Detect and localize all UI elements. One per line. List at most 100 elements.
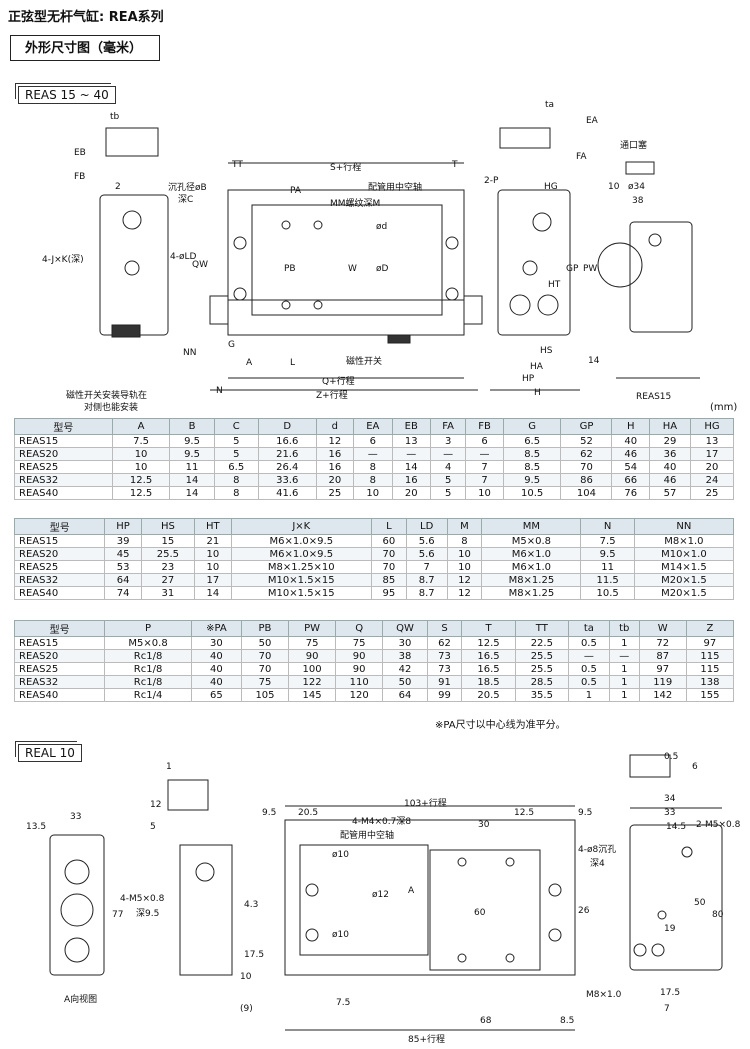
table-cell: M8×1.25×10: [230, 560, 373, 574]
table-cell: 75: [335, 636, 384, 650]
table-cell: 10: [111, 460, 171, 474]
label-odd: øD: [376, 264, 389, 274]
table-cell: 64: [382, 688, 428, 702]
table-cell: 15: [140, 534, 196, 548]
table-cell: 24: [689, 473, 735, 487]
label-h: H: [534, 388, 541, 398]
table-cell: 90: [288, 649, 337, 663]
table-cell: 10: [194, 547, 232, 561]
column-header: d: [315, 418, 355, 435]
table-cell: 6.5: [502, 434, 562, 448]
table-cell: 30: [190, 636, 242, 650]
label-9-5a: 9.5: [262, 808, 277, 818]
table-cell: 12.5: [461, 636, 516, 650]
table-cell: 16: [391, 473, 431, 487]
table-cell: 70: [240, 662, 290, 676]
unit-label: (mm): [710, 402, 738, 413]
table-cell: 16.5: [461, 662, 516, 676]
column-header: D: [257, 418, 317, 435]
table-cell: 8: [213, 473, 259, 487]
label-fa: FA: [576, 152, 587, 162]
table-cell: 42: [382, 662, 428, 676]
label-10b: 10: [240, 972, 252, 982]
label-ea: EA: [586, 116, 598, 126]
table-cell: Rc1/8: [104, 649, 192, 663]
table-cell: REAS15: [13, 636, 106, 650]
table-cell: 97: [638, 662, 687, 676]
label-2: 2: [115, 182, 121, 192]
table-cell: —: [465, 447, 504, 461]
table-cell: 33.6: [257, 473, 317, 487]
column-header: S: [426, 620, 463, 637]
page-subtitle: 外形尺寸图（毫米）: [10, 35, 160, 61]
table-cell: 95: [371, 586, 407, 600]
label-eb: EB: [74, 148, 86, 158]
table-cell: 76: [611, 486, 650, 500]
table-cell: 14: [194, 586, 232, 600]
column-header: QW: [382, 620, 428, 637]
label-34: 34: [664, 794, 676, 804]
section-tag-reas: REAS 15 ~ 40: [15, 83, 116, 104]
label-ta: ta: [545, 100, 555, 110]
label-magnet-rail2: 对侧也能安装: [84, 403, 139, 413]
table-cell: M10×1.0: [633, 547, 735, 561]
label-m8: M8×1.0: [586, 990, 622, 1000]
table-cell: 104: [560, 486, 613, 500]
label-ha: HA: [530, 362, 543, 372]
table-cell: 46: [611, 447, 650, 461]
column-header: tb: [608, 620, 640, 637]
table-cell: 6.5: [213, 460, 259, 474]
label-hs: HS: [540, 346, 553, 356]
label-port-plug: 通口塞: [620, 141, 648, 151]
table-cell: 90: [335, 649, 384, 663]
table-cell: 25.5: [514, 649, 569, 663]
label-deep95: 深9.5: [136, 909, 160, 919]
table-cell: 10: [194, 560, 232, 574]
table-cell: 4: [429, 460, 467, 474]
table-cell: 70: [240, 649, 290, 663]
column-header: 型号: [13, 518, 106, 535]
table-cell: —: [429, 447, 467, 461]
table-cell: 5: [429, 486, 467, 500]
label-pipe2: 配管用中空轴: [340, 831, 395, 841]
table-cell: 16.6: [257, 434, 317, 448]
table-cell: M8×1.25: [481, 573, 582, 587]
table-cell: 10: [111, 447, 171, 461]
column-header: J×K: [230, 518, 373, 535]
table-cell: REAS20: [13, 649, 106, 663]
table-cell: 31: [140, 586, 196, 600]
table-cell: 21.6: [257, 447, 317, 461]
table-cell: 7.5: [580, 534, 635, 548]
table-cell: 25: [689, 486, 735, 500]
label-2p: 2-P: [484, 176, 499, 186]
table-cell: 22.5: [514, 636, 569, 650]
table-cell: 41.6: [257, 486, 317, 500]
table-cell: 8: [353, 473, 393, 487]
table-cell: REAS32: [13, 675, 106, 689]
label-gp: GP: [566, 264, 579, 274]
column-header: GP: [560, 418, 613, 435]
table-cell: REAS20: [13, 547, 106, 561]
real10-right-view: [629, 824, 723, 971]
table-cell: 100: [288, 662, 337, 676]
table-cell: 57: [648, 486, 691, 500]
table-cell: 5: [213, 447, 259, 461]
table-cell: 75: [288, 636, 337, 650]
table-cell: 0.5: [567, 636, 610, 650]
label-pa: PA: [290, 186, 302, 196]
label-85-stroke: 85+行程: [408, 1035, 445, 1045]
table-cell: 64: [104, 573, 142, 587]
table-cell: 97: [685, 636, 735, 650]
label-s-stroke: S+行程: [330, 163, 362, 173]
label-dia10b: ø10: [332, 930, 349, 940]
table-cell: 65: [190, 688, 242, 702]
table-cell: 0.5: [567, 675, 610, 689]
label-m4: 4-M4×0.7深8: [352, 817, 412, 827]
label-103: 103+行程: [404, 799, 447, 809]
table-cell: 11.5: [580, 573, 635, 587]
